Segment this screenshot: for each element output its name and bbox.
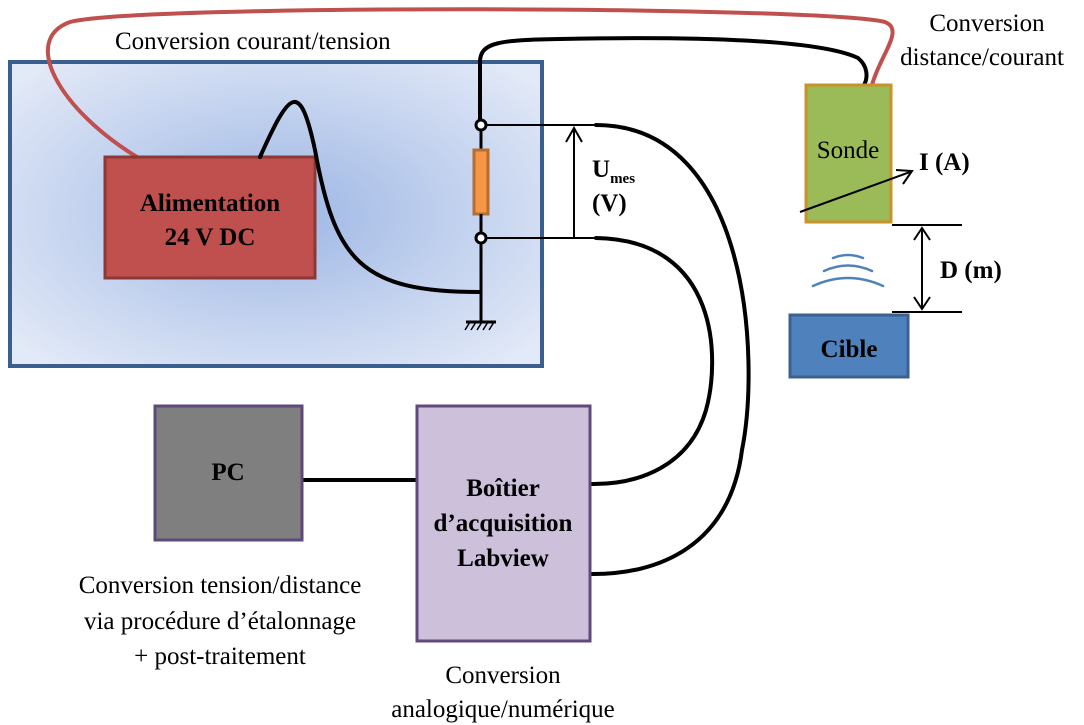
- terminal-top: [474, 118, 488, 132]
- conv-distance-courant-line2: distance/courant: [900, 44, 1064, 71]
- sonde-box: [804, 83, 893, 224]
- conv-tension-distance-line1: Conversion tension/distance: [79, 572, 362, 599]
- boitier-label-line1: Boîtier: [466, 475, 540, 502]
- conv-distance-courant-line1: Conversion: [929, 10, 1045, 37]
- boitier-label-line2: d’acquisition: [434, 510, 573, 537]
- circuit-top-wire: [478, 36, 869, 125]
- current-arrow-icon: [799, 169, 914, 213]
- boitier-label-line3: Labview: [457, 545, 549, 572]
- alimentation-label-line2: 24 V DC: [165, 224, 256, 251]
- alimentation-box: [103, 155, 317, 280]
- signal-wire-outer: [588, 123, 751, 577]
- ground-icon: [464, 320, 496, 331]
- ultrasonic-wave-icon: [811, 253, 885, 288]
- alim-to-ground-wire: [258, 99, 482, 294]
- voltage-subscript: mes: [610, 171, 635, 187]
- pc-box: [153, 404, 304, 542]
- voltage-symbol: U: [592, 156, 610, 183]
- distance-label: D (m): [940, 257, 1002, 284]
- conv-courant-tension-label: Conversion courant/tension: [115, 28, 391, 55]
- voltage-unit-label: (V): [592, 190, 627, 217]
- distance-dimension-icon: [892, 224, 962, 313]
- cible-label: Cible: [821, 336, 878, 363]
- conv-analog-num-line1: Conversion: [445, 662, 561, 689]
- boitier-box: [415, 404, 592, 643]
- cible-box: [788, 313, 910, 379]
- resistor: [472, 148, 490, 216]
- current-label: I (A): [919, 149, 970, 176]
- pc-label: PC: [211, 459, 244, 486]
- red-supply-wire: [46, 7, 895, 159]
- terminal-bottom: [474, 231, 488, 245]
- alimentation-label-line1: Alimentation: [140, 190, 280, 217]
- voltage-label-main: Umes: [592, 156, 635, 187]
- conv-tension-distance-line2: via procédure d’étalonnage: [84, 608, 356, 635]
- conv-tension-distance-line3: + post-traitement: [134, 643, 306, 670]
- conv-analog-num-line2: analogique/numérique: [391, 696, 615, 723]
- signal-wire-inner: [588, 236, 715, 487]
- voltage-arrow-icon: [565, 125, 583, 238]
- sonde-label: Sonde: [817, 137, 880, 164]
